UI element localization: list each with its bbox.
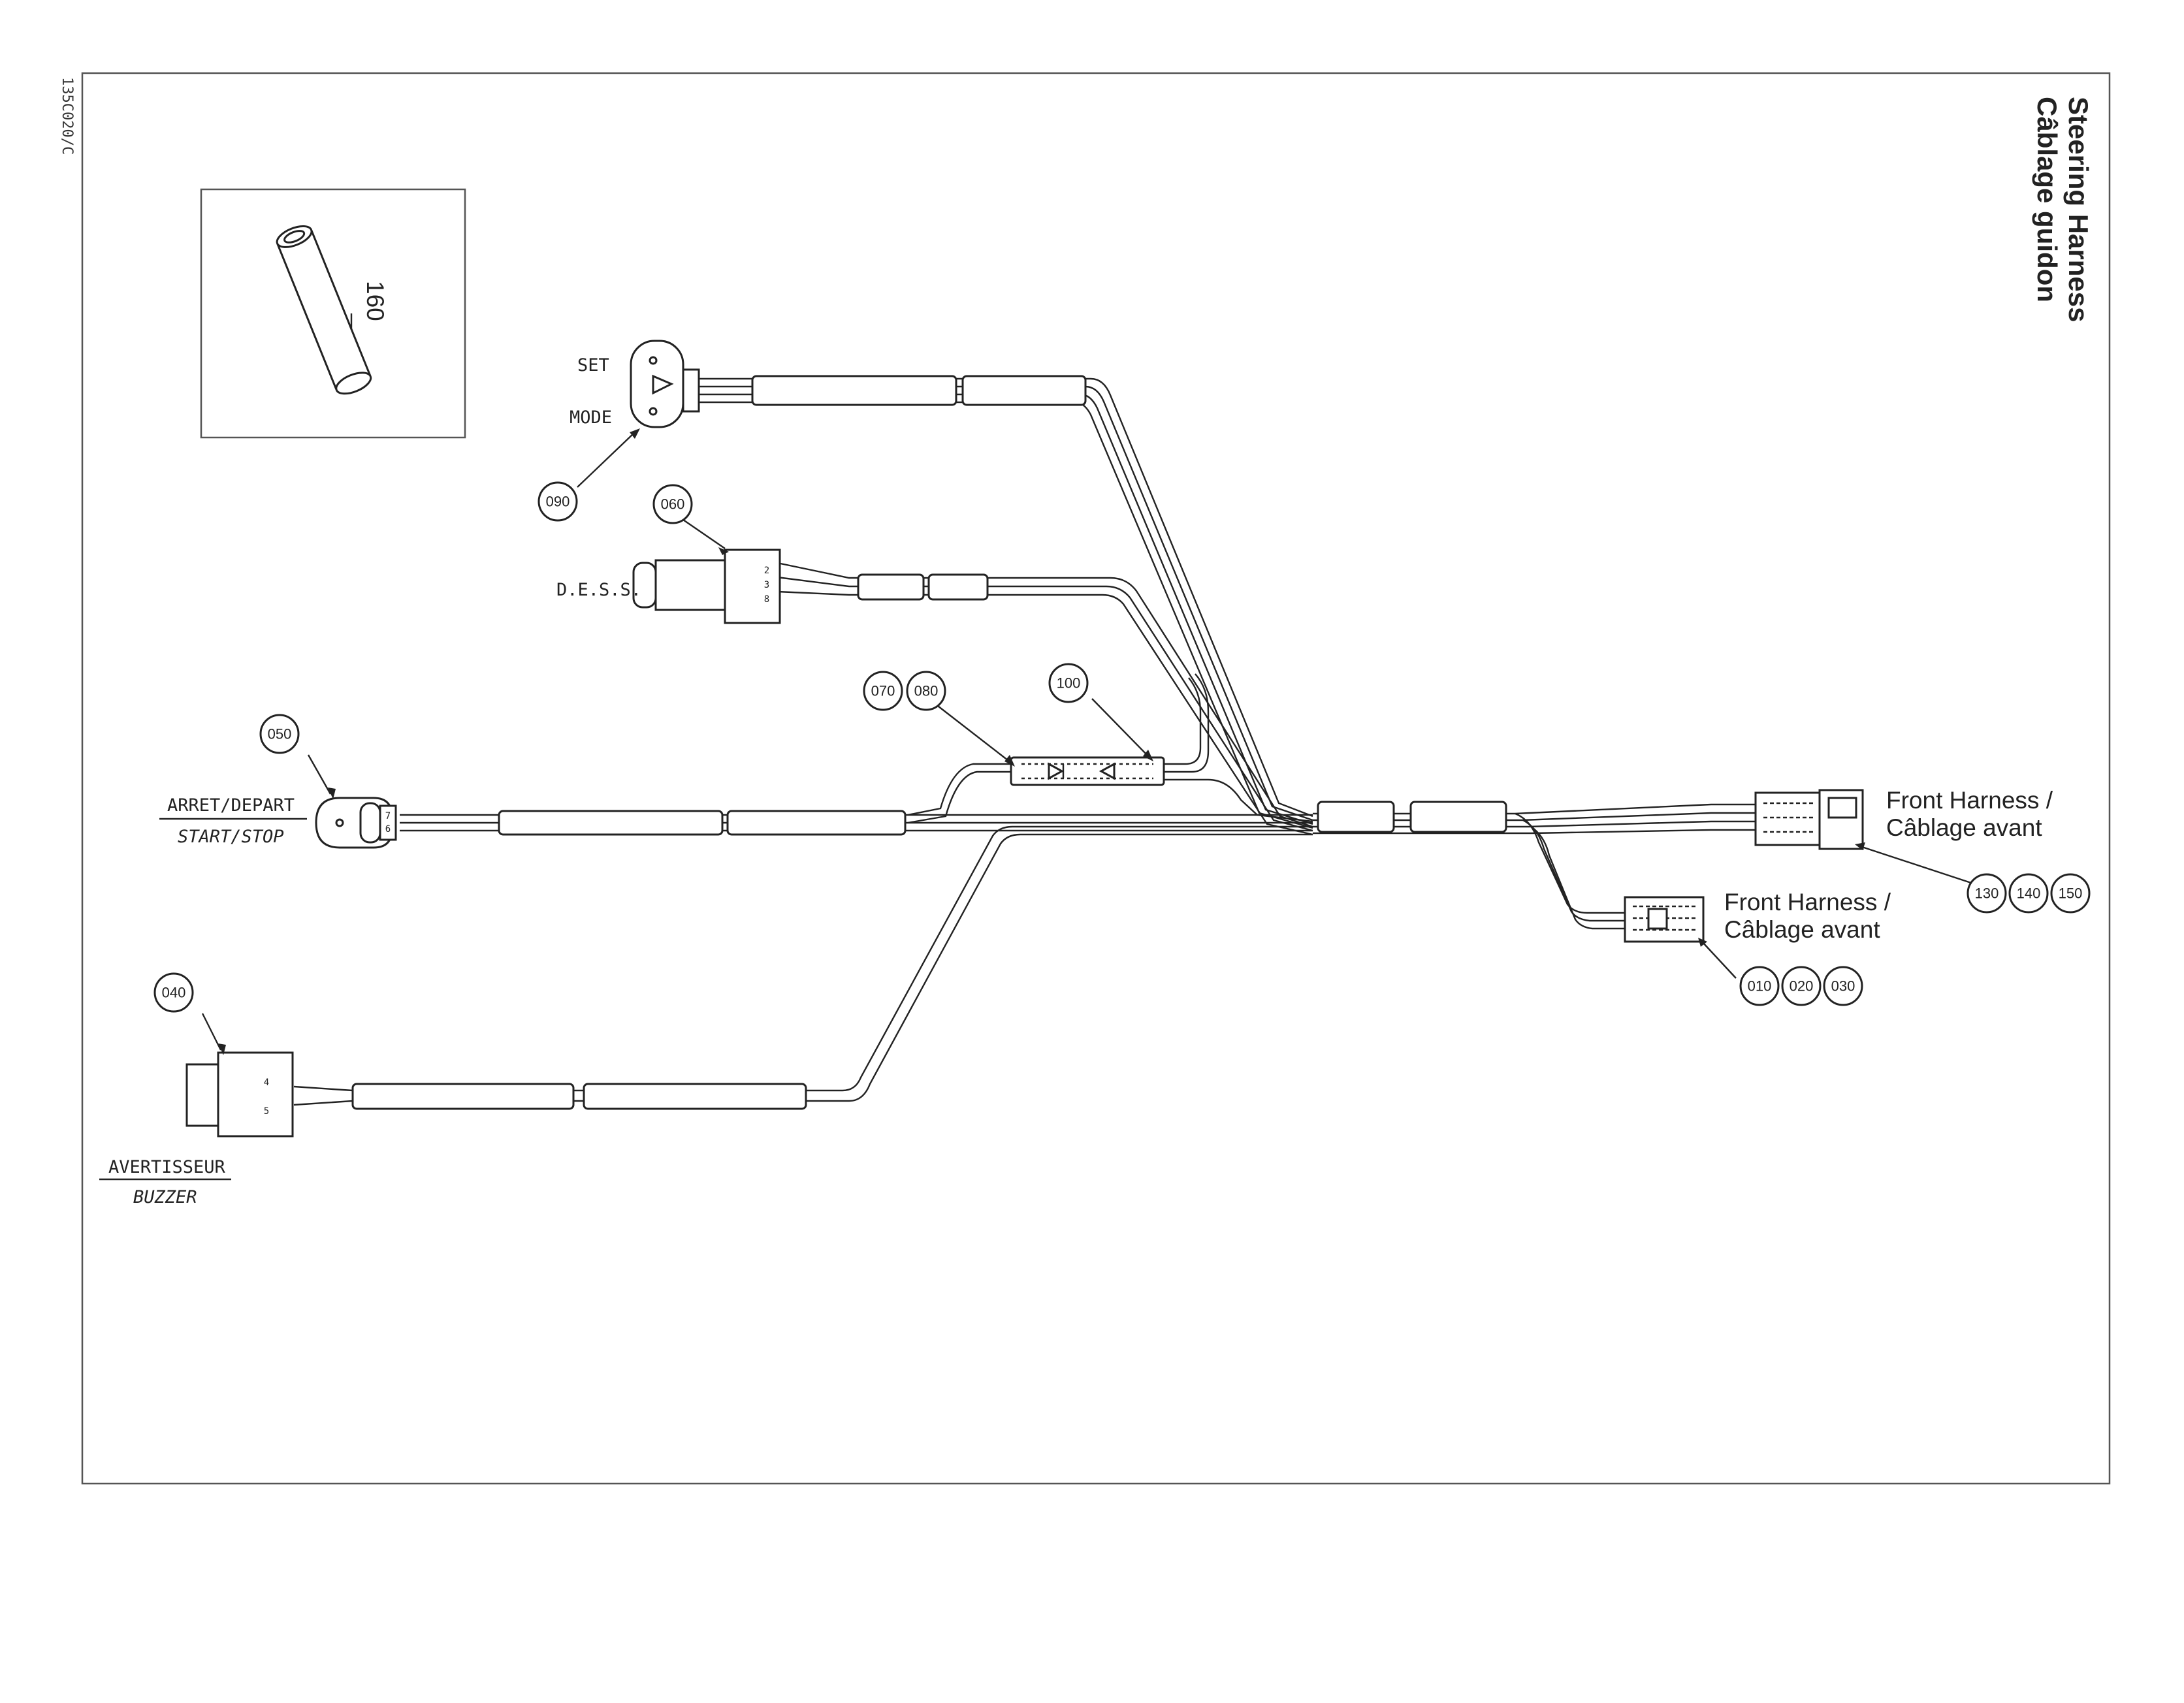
svg-text:090: 090 — [546, 494, 570, 510]
front-harness-connector-1: Front Harness / Câblage avant — [1754, 787, 2053, 850]
start-stop-pin-7: 7 — [385, 811, 391, 821]
dess-connector: 2 3 8 D.E.S.S. — [556, 549, 781, 624]
fh2-latch — [1647, 908, 1668, 930]
sleeve-start-stop-b — [726, 810, 907, 836]
diode-icon-2 — [1099, 762, 1116, 780]
dess-pin-8: 8 — [764, 594, 769, 605]
title-block: Steering Harness Câblage guidon — [2032, 97, 2094, 322]
dess-label: D.E.S.S. — [556, 580, 641, 600]
set-label: SET — [577, 355, 609, 375]
set-mode-switch: SET MODE — [570, 340, 700, 428]
callout-070: 070 — [863, 671, 903, 711]
dess-pin-2: 2 — [764, 565, 769, 576]
callout-130: 130 — [1967, 873, 2007, 914]
inset-frame — [200, 188, 466, 439]
fh1-label-line2: Câblage avant — [1886, 814, 2042, 841]
svg-text:010: 010 — [1748, 978, 1772, 995]
callout-020: 020 — [1781, 966, 1822, 1006]
svg-text:040: 040 — [162, 985, 186, 1001]
svg-text:020: 020 — [1790, 978, 1814, 995]
fh1-latch — [1827, 797, 1857, 819]
buzzer: 4 5 AVERTISSEUR BUZZER — [99, 1051, 294, 1207]
svg-text:150: 150 — [2059, 885, 2083, 902]
callout-060: 060 — [652, 484, 693, 524]
sleeve-start-stop-a — [498, 810, 724, 836]
fh1-label-line1: Front Harness / — [1886, 787, 2053, 814]
dess-connector-body — [724, 549, 781, 624]
callout-010: 010 — [1739, 966, 1780, 1006]
start-stop-button — [359, 802, 381, 844]
svg-text:130: 130 — [1975, 885, 1999, 902]
diode-icon — [1048, 762, 1065, 780]
svg-text:070: 070 — [871, 683, 895, 699]
buzzer-label-fr: AVERTISSEUR — [108, 1157, 226, 1177]
dess-pin-3: 3 — [764, 580, 769, 590]
callout-100: 100 — [1048, 663, 1089, 703]
start-stop-pin-6: 6 — [385, 824, 391, 835]
callout-150: 150 — [2050, 873, 2091, 914]
buzzer-body — [217, 1051, 294, 1138]
callout-090: 090 — [538, 481, 578, 522]
mode-label: MODE — [570, 407, 612, 428]
svg-text:060: 060 — [661, 496, 685, 513]
drawing-code: 135C020/C — [59, 77, 75, 155]
title-line2: Câblage guidon — [2032, 97, 2063, 302]
buzzer-pin-5: 5 — [264, 1106, 269, 1117]
buzzer-cap — [185, 1063, 219, 1127]
triangle-icon — [652, 374, 674, 395]
svg-text:080: 080 — [914, 683, 939, 699]
fh1-connector-left — [1754, 791, 1821, 846]
callout-040: 040 — [153, 972, 194, 1013]
set-mode-connector — [682, 368, 700, 413]
inset-part-number: 160 — [362, 281, 389, 321]
fh2-label-line1: Front Harness / — [1724, 889, 1891, 915]
inline-connector-diode — [1010, 756, 1165, 786]
drawing-frame — [81, 72, 2111, 1485]
svg-text:050: 050 — [268, 726, 292, 742]
svg-text:140: 140 — [2017, 885, 2041, 902]
sleeve-dess-b — [927, 573, 989, 601]
switch-dot-top — [649, 356, 658, 365]
fh2-label-line2: Câblage avant — [1724, 916, 1880, 943]
callout-050: 050 — [259, 714, 300, 754]
sleeve-set-mode-b — [961, 375, 1087, 406]
inset-part-160: 160 — [200, 188, 466, 439]
callout-030: 030 — [1823, 966, 1863, 1006]
conduit-sleeves — [351, 375, 1507, 1110]
wire-bundles — [293, 377, 1757, 1106]
switch-dot-bottom — [649, 407, 658, 416]
sleeve-trunk-a — [1317, 801, 1395, 833]
buzzer-pin-4: 4 — [264, 1077, 269, 1088]
sleeve-set-mode-a — [751, 375, 957, 406]
dess-post-body — [654, 559, 726, 611]
buzzer-label-en: BUZZER — [133, 1187, 197, 1207]
callout-080: 080 — [906, 671, 946, 711]
inline-connector-body — [1010, 756, 1165, 786]
svg-text:030: 030 — [1831, 978, 1855, 995]
title-line1: Steering Harness — [2063, 97, 2094, 322]
callout-140: 140 — [2008, 873, 2049, 914]
sleeve-buzzer-a — [351, 1083, 575, 1110]
start-stop-switch: 7 6 ARRET/DEPART START/STOP — [159, 795, 397, 849]
sleeve-tube-icon — [276, 225, 372, 395]
svg-text:100: 100 — [1057, 675, 1081, 692]
front-harness-connector-2: Front Harness / Câblage avant — [1624, 889, 1891, 943]
start-stop-label-fr: ARRET/DEPART — [167, 795, 295, 816]
leader-lines — [201, 428, 1972, 1055]
sleeve-dess-a — [857, 573, 925, 601]
start-stop-connector — [379, 804, 397, 841]
start-stop-dot — [335, 818, 344, 827]
sleeve-trunk-b — [1409, 801, 1507, 833]
start-stop-label-en: START/STOP — [178, 827, 284, 847]
sleeve-buzzer-b — [583, 1083, 807, 1110]
callouts: 090 060 050 070 080 100 040 130 — [153, 481, 2091, 1013]
